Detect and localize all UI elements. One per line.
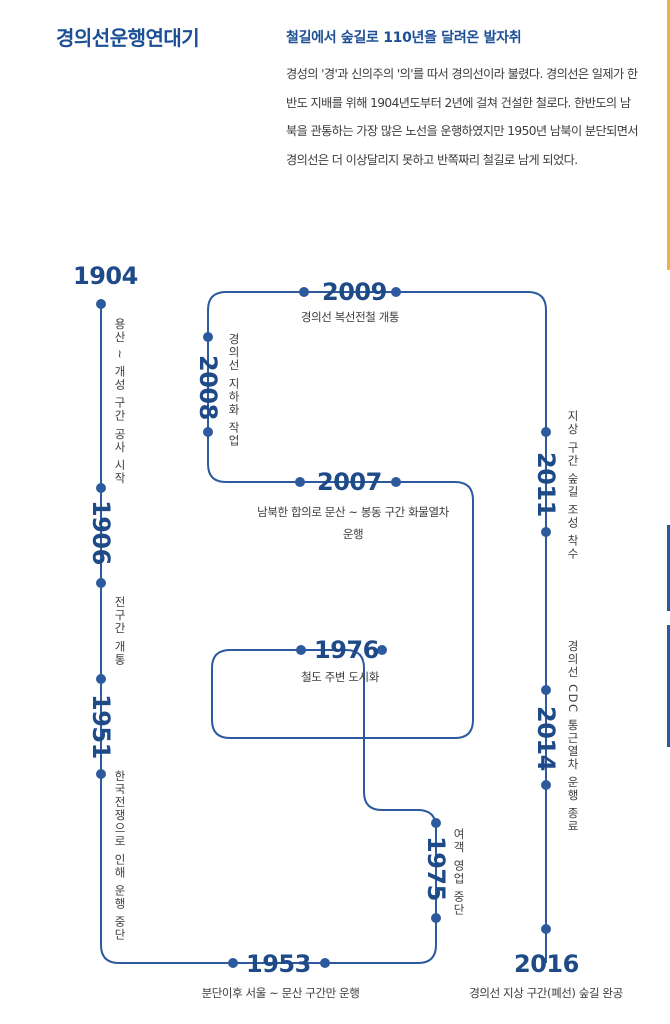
year-2011: 2011 [532, 452, 560, 517]
timeline-path [100, 291, 547, 964]
timeline-dot [96, 578, 106, 588]
timeline-dot [295, 477, 305, 487]
event-label-2016: 경의선 지상 구간(폐선) 숲길 완공 [469, 986, 623, 1000]
timeline-dot [203, 332, 213, 342]
year-1906: 1906 [87, 500, 115, 565]
event-label-1953: 분단이후 서울 ~ 문산 구간만 운행 [201, 986, 360, 1000]
timeline-dot [320, 958, 330, 968]
edge-accent-blue [667, 525, 670, 611]
timeline-dot [96, 299, 106, 309]
year-1976: 1976 [314, 636, 379, 664]
timeline-dot [299, 287, 309, 297]
year-2016: 2016 [514, 950, 579, 978]
year-2014: 2014 [532, 706, 560, 771]
edge-accent-blue [667, 625, 670, 747]
event-label-1975: 여객 영업 중단 [452, 828, 466, 917]
timeline-dot [541, 527, 551, 537]
year-1951: 1951 [87, 694, 115, 759]
timeline-dot [96, 674, 106, 684]
event-label-1906: 전구간 개통 [113, 596, 127, 667]
timeline-dot [541, 427, 551, 437]
description-paragraph: 경성의 '경'과 신의주의 '의'를 따서 경의선이라 불렸다. 경의선은 일제… [286, 67, 639, 167]
page-subtitle: 철길에서 숲길로 110년을 달려온 발자취 [286, 30, 522, 46]
timeline-dot [541, 780, 551, 790]
timeline-dot [391, 477, 401, 487]
year-1904: 1904 [73, 262, 138, 290]
timeline-dot [203, 427, 213, 437]
timeline-dot [541, 685, 551, 695]
timeline-dot [96, 769, 106, 779]
timeline-dot [541, 924, 551, 934]
timeline-dot [431, 913, 441, 923]
timeline-dot [391, 287, 401, 297]
edge-accent-orange [667, 0, 670, 270]
event-label-1976: 철도 주변 도시화 [301, 670, 379, 684]
page-title: 경의선운행연대기 [56, 26, 200, 50]
timeline-dot [228, 958, 238, 968]
timeline-dot [377, 645, 387, 655]
timeline-dot [296, 645, 306, 655]
event-label-2009: 경의선 복선전철 개통 [300, 310, 400, 324]
event-label-1904: 용산 ~ 개성 구간 공사 시작 [113, 318, 127, 485]
event-label-2014: 경의선 CDC 통근열차 운행 종료 [566, 640, 580, 834]
year-1953: 1953 [246, 950, 311, 978]
timeline-dot [96, 483, 106, 493]
year-2009: 2009 [322, 278, 387, 306]
year-2008: 2008 [194, 355, 222, 420]
event-label-2008: 경의선 지하화 작업 [227, 333, 241, 448]
event-label-1951: 한국전쟁으로 인해 운행 중단 [113, 770, 127, 942]
year-2007: 2007 [317, 468, 382, 496]
timeline-dot [431, 818, 441, 828]
event-label-2011: 지상 구간 숲길 조성 착수 [566, 410, 580, 561]
year-1975: 1975 [422, 836, 450, 901]
event-label-2007: 남북한 합의로 문산 ~ 봉동 구간 화물열차 운행 [257, 505, 449, 541]
